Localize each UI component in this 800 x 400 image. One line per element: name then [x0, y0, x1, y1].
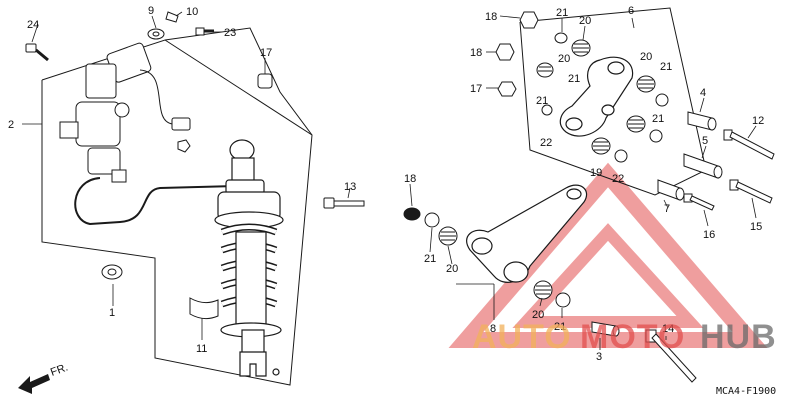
callout-15: 15	[750, 221, 762, 233]
callout-18-mid: 18	[470, 47, 482, 59]
dust-seal-icons	[403, 32, 669, 308]
nut-small-icon	[177, 139, 191, 153]
callout-22-a: 22	[540, 137, 552, 149]
callout-20-b: 20	[558, 53, 570, 65]
bolt-14-icon	[645, 329, 697, 383]
collar-7-icon	[657, 179, 685, 201]
bolt-13-icon	[323, 197, 365, 209]
bolt-15-icon	[729, 179, 773, 204]
clip-10-icon	[165, 11, 179, 23]
callout-11: 11	[196, 343, 207, 355]
bolt-12-icon	[723, 129, 775, 160]
callout-4: 4	[700, 87, 706, 99]
collar-3-icon	[591, 321, 620, 337]
watermark-text: AUTO MOTO HUB	[472, 318, 777, 356]
diagram-code: MCA4-F1900	[716, 386, 776, 397]
callout-12: 12	[752, 115, 764, 127]
callout-17-left: 17	[260, 47, 272, 59]
callout-20-d: 20	[446, 263, 458, 275]
callout-17-right: 17	[470, 83, 482, 95]
preload-adjuster-icon	[59, 42, 237, 226]
washer-9-icon	[147, 28, 165, 40]
callout-labels: 24 9 10 23 2 17 13 1 11 18 18 17 21 20 6…	[8, 5, 764, 363]
nut-18-top-icon	[519, 11, 539, 29]
nut-17-icon	[497, 81, 517, 97]
callout-6: 6	[628, 5, 634, 17]
needle-bearing-icons	[438, 39, 656, 300]
callout-20-e: 20	[532, 309, 544, 321]
callout-21-e: 21	[568, 73, 580, 85]
link-group-frame	[519, 7, 707, 196]
callout-24: 24	[27, 19, 39, 31]
callout-21-d: 21	[652, 113, 664, 125]
callout-21-c: 21	[660, 61, 672, 73]
collar-5-icon	[683, 153, 723, 179]
direction-label: FR.	[49, 361, 70, 378]
callout-21-f: 21	[424, 253, 436, 265]
watermark-part-moto: MOTO	[580, 318, 685, 356]
callout-14: 14	[662, 323, 674, 335]
callout-3: 3	[596, 351, 602, 363]
callout-7: 7	[664, 203, 670, 215]
grommet-17-icon	[257, 73, 273, 89]
callout-21-g: 21	[554, 321, 566, 333]
callout-13: 13	[344, 181, 356, 193]
callout-18-low: 18	[404, 173, 416, 185]
callout-10: 10	[186, 6, 198, 18]
callout-22-b: 22	[612, 173, 624, 185]
callout-8: 8	[490, 323, 496, 335]
bolt-16-icon	[683, 193, 715, 211]
callout-9: 9	[148, 5, 154, 17]
watermark-part-auto: AUTO	[472, 318, 572, 356]
front-direction-arrow-icon	[18, 374, 50, 394]
callout-20-a: 20	[579, 15, 591, 27]
leader-lines	[22, 11, 757, 350]
callout-5: 5	[702, 135, 708, 147]
collar-4-icon	[687, 111, 717, 131]
shock-link-icon	[559, 56, 634, 137]
shock-absorber-icon	[214, 139, 284, 377]
callout-19: 19	[590, 167, 602, 179]
callout-21-a: 21	[556, 7, 568, 19]
callout-1: 1	[109, 307, 115, 319]
callout-16: 16	[703, 229, 715, 241]
nut-18-mid-icon	[495, 43, 515, 61]
screw-23-icon	[195, 27, 214, 36]
bolt-24-icon	[25, 43, 49, 62]
callout-18-top: 18	[485, 11, 497, 23]
shock-arm-icon	[466, 184, 588, 283]
callout-2: 2	[8, 119, 14, 131]
callout-20-c: 20	[640, 51, 652, 63]
watermark-part-hub: HUB	[700, 318, 777, 356]
collar-11-icon	[189, 297, 219, 320]
bushing-1-icon	[101, 264, 123, 280]
callout-23: 23	[224, 27, 236, 39]
callout-21-b: 21	[536, 95, 548, 107]
